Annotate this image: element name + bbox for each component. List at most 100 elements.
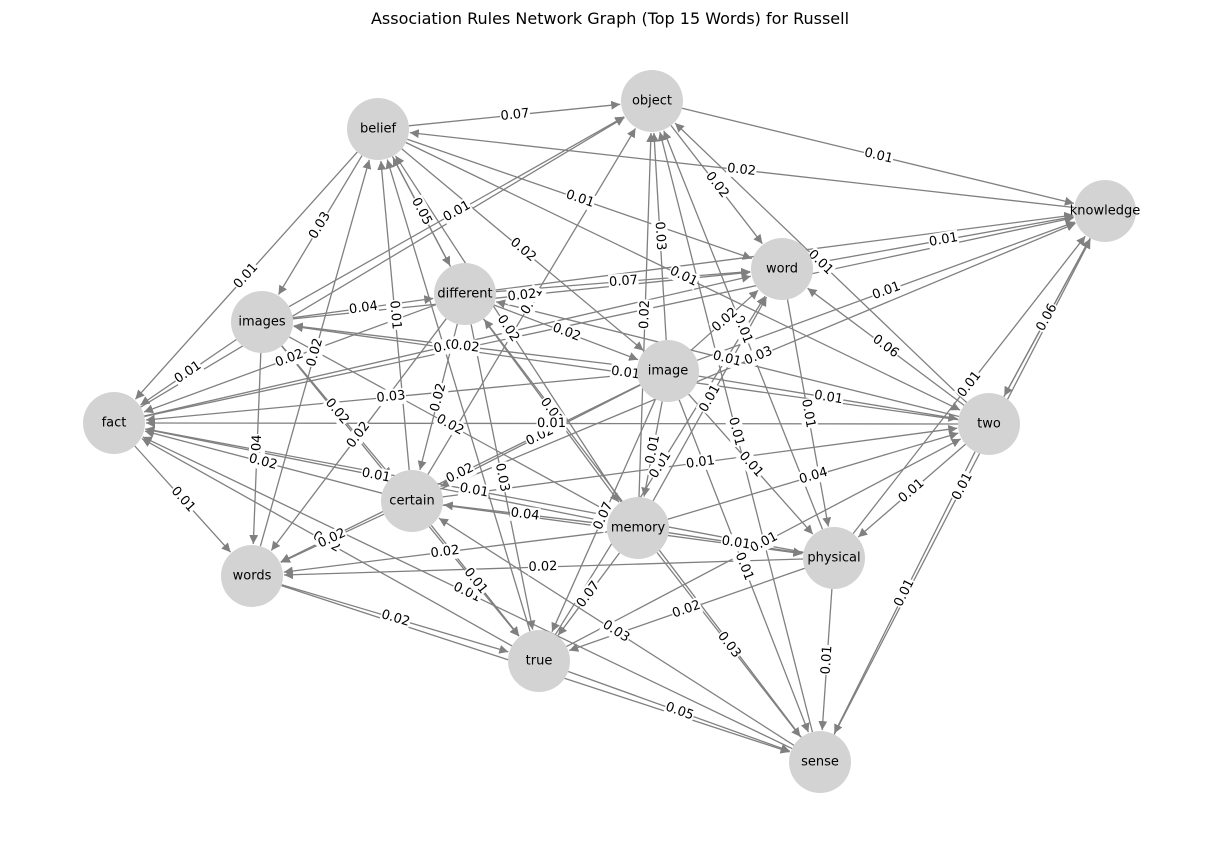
node-two: two xyxy=(958,393,1020,455)
edge-label-bg xyxy=(713,628,745,662)
edge-label-image-images: 0.02 xyxy=(449,336,481,357)
edge-label-bg xyxy=(573,577,604,612)
edge-weight-label: 0.07 xyxy=(608,273,638,290)
node-label-physical: physical xyxy=(807,551,860,566)
graph-title: Association Rules Network Graph (Top 15 … xyxy=(371,9,849,28)
edge-label-two-different: 0.01 xyxy=(710,347,744,371)
edge-label-bg xyxy=(684,452,717,473)
edge-label-belief-fact: 0.01 xyxy=(230,259,262,293)
edge-label-belief-different: 0.05 xyxy=(407,194,436,229)
edge-weight-label: 0.01 xyxy=(360,465,391,485)
edge-label-bg xyxy=(797,397,819,430)
edge-label-images-object: 0.01 xyxy=(440,197,474,226)
node-true: true xyxy=(508,630,570,692)
edge-label-bg xyxy=(433,410,467,440)
edge-label-bg xyxy=(894,475,929,507)
edge-label-bg xyxy=(427,380,450,415)
edge-label-bg xyxy=(812,387,845,408)
edge-label-image-fact: 0.03 xyxy=(375,387,407,407)
node-label-sense: sense xyxy=(801,755,839,770)
edge-label-bg xyxy=(359,464,393,487)
edge-label-true-two: 0.01 xyxy=(747,528,781,557)
node-circle-words xyxy=(221,545,283,607)
edge-weight-label: 0.01 xyxy=(863,145,895,166)
edge-label-bg xyxy=(450,578,484,607)
edge-label-bg xyxy=(669,597,704,622)
edge-label-images-different: 0.04 xyxy=(347,298,380,318)
edge-weight-label: 0.02 xyxy=(450,337,481,355)
edge-label-bg xyxy=(890,576,919,610)
edge-weight-label: 0.02 xyxy=(726,161,756,179)
edge-label-bg xyxy=(725,160,758,180)
edge-label-image-memory: 0.01 xyxy=(642,433,664,466)
edge-label-bg xyxy=(796,464,831,488)
node-circle-fact xyxy=(83,392,145,454)
node-circle-memory xyxy=(607,497,669,559)
edge-label-word-physical: 0.01 xyxy=(797,397,819,430)
edge-label-image-two: 0.01 xyxy=(812,387,845,408)
edge-weight-label: 0.02 xyxy=(428,382,450,414)
edge-weight-label: 0.01 xyxy=(458,480,489,500)
edge-label-physical-true: 0.02 xyxy=(669,597,704,622)
node-circle-sense xyxy=(789,731,851,793)
edge-weight-label: 0.01 xyxy=(537,416,566,431)
edge-weight-label: 0.01 xyxy=(813,388,844,408)
edge-weight-label: 0.02 xyxy=(528,559,557,575)
edge-label-bg xyxy=(440,197,474,226)
edge-weight-label: 0.01 xyxy=(798,398,818,429)
edge-label-bg xyxy=(347,298,380,318)
edge-label-two-images: 0.01 xyxy=(609,362,642,384)
edge-label-bg xyxy=(378,606,413,631)
edge-label-sense-knowledge: 0.01 xyxy=(948,469,977,504)
edge-label-object-knowledge: 0.01 xyxy=(862,144,895,168)
edge-label-bg xyxy=(651,220,669,252)
edge-weight-label: 0.02 xyxy=(507,235,539,265)
edge-weight-label: 0.02 xyxy=(247,451,279,473)
edge-weight-label: 0.01 xyxy=(386,300,404,330)
edge-label-bg xyxy=(862,144,895,168)
edge-label-two-physical: 0.01 xyxy=(894,475,929,507)
node-circle-certain xyxy=(381,470,443,532)
node-circle-word xyxy=(751,238,813,300)
edge-label-two-knowledge: 0.06 xyxy=(1032,300,1062,335)
node-fact: fact xyxy=(83,392,145,454)
edge-label-bg xyxy=(230,259,262,293)
edge-label-memory-fact: 0.01 xyxy=(359,464,393,487)
edge-weight-label: 0.01 xyxy=(610,364,641,383)
node-circle-two xyxy=(958,393,1020,455)
edge-label-bg xyxy=(536,415,567,432)
node-sense: sense xyxy=(789,731,851,793)
node-physical: physical xyxy=(803,527,865,589)
edge-label-bg xyxy=(741,342,776,370)
edge-label-bg xyxy=(731,549,757,584)
edge-label-bg xyxy=(869,278,904,304)
edge-label-images-memory: 0.02 xyxy=(433,410,467,440)
node-images: images xyxy=(231,291,293,353)
edge-label-bg xyxy=(343,418,374,452)
edge-label-word-knowledge: 0.01 xyxy=(927,229,960,251)
node-label-two: two xyxy=(977,417,1001,432)
node-circle-physical xyxy=(803,527,865,589)
node-label-true: true xyxy=(526,654,553,669)
edge-label-bg xyxy=(599,616,633,647)
node-circle-images xyxy=(231,291,293,353)
edge-label-bg xyxy=(662,698,697,725)
node-circle-different xyxy=(434,263,496,325)
edge-label-bg xyxy=(527,558,559,576)
node-circle-knowledge xyxy=(1074,180,1136,242)
node-circle-true xyxy=(508,630,570,692)
edge-label-bg xyxy=(385,299,405,331)
node-label-different: different xyxy=(437,287,492,302)
edge-weight-label: 0.02 xyxy=(430,543,461,561)
node-knowledge: knowledge xyxy=(1070,180,1140,242)
edge-label-bg xyxy=(817,644,837,676)
edge-label-bg xyxy=(443,459,477,488)
edge-label-bg xyxy=(457,479,491,502)
edge-weight-label: 0.01 xyxy=(891,577,917,610)
node-image: image xyxy=(637,340,699,402)
edge-label-bg xyxy=(645,448,676,482)
edge-label-bg xyxy=(701,168,733,202)
edge-label-different-certain: 0.02 xyxy=(427,380,450,415)
edge-label-bg xyxy=(429,542,461,562)
